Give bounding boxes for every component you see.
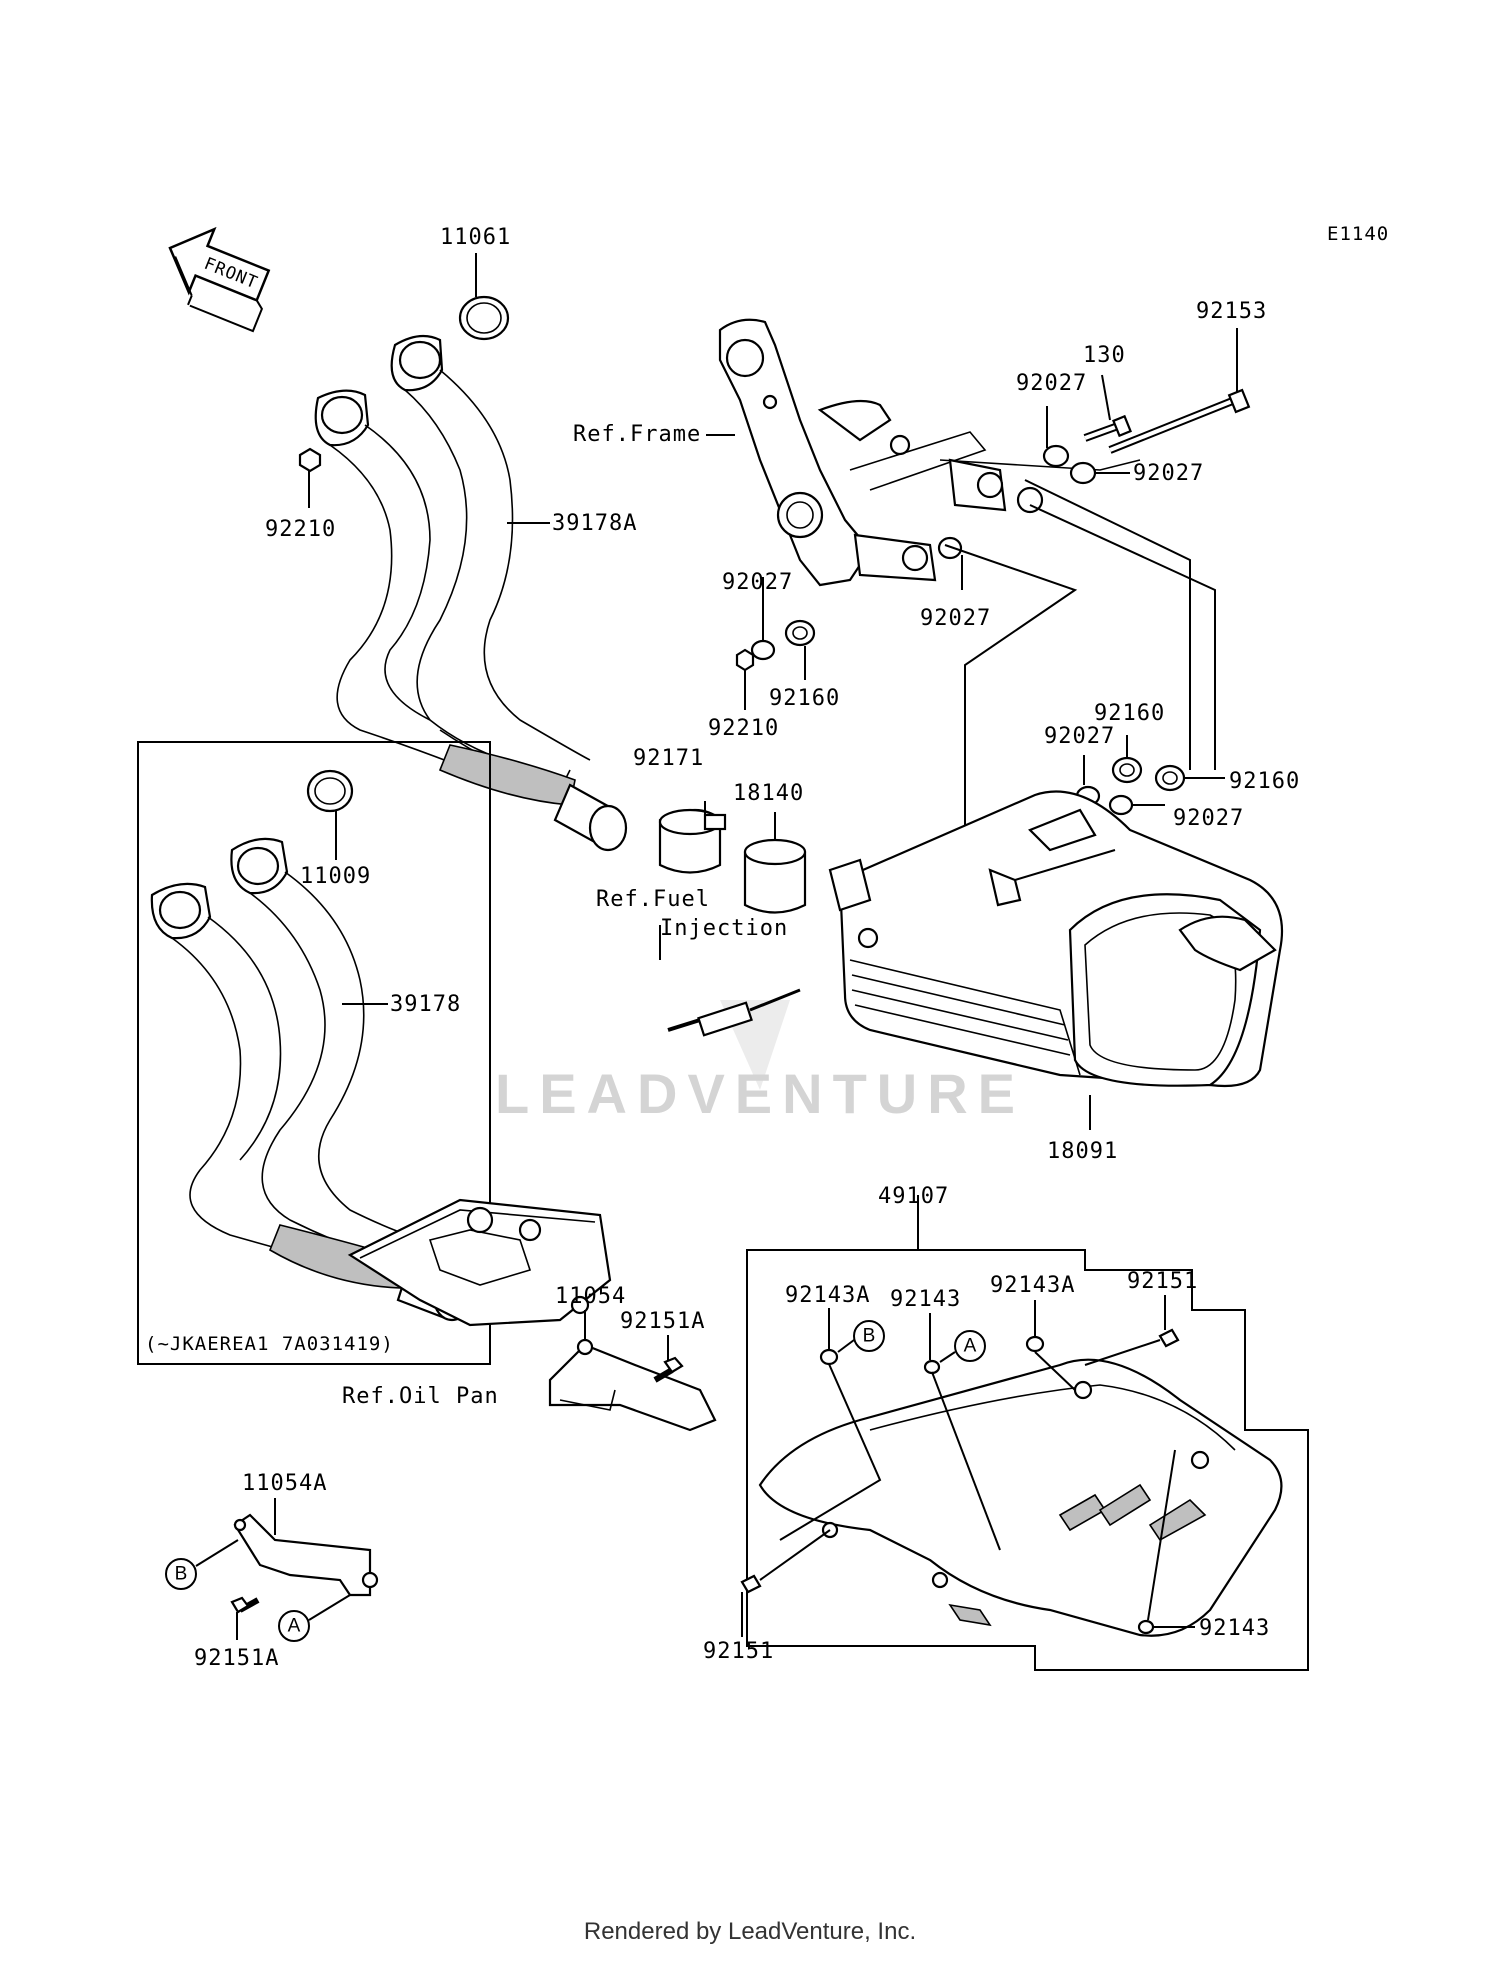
exhaust-header-39178a — [298, 295, 628, 852]
callout-b-right: B — [853, 1320, 885, 1352]
label-92027-c: 92027 — [920, 606, 991, 631]
label-92027-d: 92027 — [722, 570, 793, 595]
bolt-92153 — [1108, 388, 1251, 454]
svg-text:A: A — [964, 1336, 977, 1357]
reference-labels: Ref.Frame Ref.Fuel Injection Ref.Oil Pan — [342, 422, 788, 1409]
callout-a-right: A — [954, 1330, 986, 1362]
label-39178: 39178 — [390, 992, 461, 1017]
label-39178a: 39178A — [552, 511, 637, 536]
label-92151a-bottom: 92151A — [194, 1646, 279, 1671]
bolt-130 — [1083, 414, 1132, 442]
ref-fuel-line2: Injection — [660, 916, 788, 941]
label-18140: 18140 — [733, 781, 804, 806]
muffler-18091 — [828, 790, 1284, 1088]
label-92143: 92143 — [890, 1287, 961, 1312]
inset-box — [137, 741, 491, 1365]
label-11054: 11054 — [555, 1284, 626, 1309]
label-92160-a: 92160 — [769, 686, 840, 711]
svg-text:B: B — [863, 1326, 876, 1347]
heat-shield-49107 — [758, 1358, 1283, 1637]
part-labels: 11061 92210 39178A 11009 39178 92153 130… — [194, 225, 1300, 1671]
frame-reference — [718, 318, 1141, 587]
label-11009: 11009 — [300, 864, 371, 889]
svg-text:LEADVENTURE: LEADVENTURE — [495, 1062, 1025, 1125]
label-92151a-top: 92151A — [620, 1309, 705, 1334]
svg-text:A: A — [288, 1616, 301, 1637]
label-130: 130 — [1083, 343, 1126, 368]
callout-b-left: B — [165, 1558, 197, 1590]
label-92151-bottom: 92151 — [703, 1639, 774, 1664]
leader-lines — [236, 253, 1238, 1640]
label-92171: 92171 — [633, 746, 704, 771]
label-92160-b: 92160 — [1094, 701, 1165, 726]
ref-fuel-line1: Ref.Fuel — [596, 887, 710, 912]
label-49107: 49107 — [878, 1184, 949, 1209]
gasket-18140 — [743, 838, 807, 914]
clamp-92171 — [658, 808, 727, 874]
label-92210-top: 92210 — [265, 517, 336, 542]
label-11054a: 11054A — [242, 1471, 327, 1496]
svg-text:B: B — [175, 1564, 188, 1585]
label-18091: 18091 — [1047, 1139, 1118, 1164]
footer-credit: Rendered by LeadVenture, Inc. — [583, 1918, 917, 1945]
ref-frame: Ref.Frame — [573, 422, 701, 447]
label-92027-a: 92027 — [1016, 371, 1087, 396]
inset-serial-note: (~JKAEREA1 7A031419) — [145, 1333, 394, 1355]
label-92151-right: 92151 — [1127, 1269, 1198, 1294]
label-92027-f: 92027 — [1173, 806, 1244, 831]
label-92027-b: 92027 — [1133, 461, 1204, 486]
ref-oil-pan: Ref.Oil Pan — [342, 1384, 499, 1409]
label-92143a-left: 92143A — [785, 1283, 870, 1308]
bolt-92151a-top — [653, 1356, 684, 1383]
label-11061: 11061 — [440, 225, 511, 250]
callout-a-left: A — [278, 1610, 310, 1642]
front-arrow-icon: FRONT — [168, 226, 271, 333]
oxygen-sensor — [667, 988, 801, 1037]
bolt-92151a-bottom — [230, 1596, 260, 1614]
label-92210-mid: 92210 — [708, 716, 779, 741]
heat-shield-box — [746, 1249, 1309, 1671]
label-92153: 92153 — [1196, 299, 1267, 324]
label-92027-e: 92027 — [1044, 724, 1115, 749]
diagram-code: E1140 — [1327, 223, 1389, 245]
label-92143-bottom: 92143 — [1199, 1616, 1270, 1641]
bracket-11054 — [548, 1338, 717, 1432]
bracket-11054a — [233, 1513, 379, 1597]
label-92143a-right: 92143A — [990, 1273, 1075, 1298]
oil-pan — [347, 1198, 612, 1327]
label-92160-c: 92160 — [1229, 769, 1300, 794]
